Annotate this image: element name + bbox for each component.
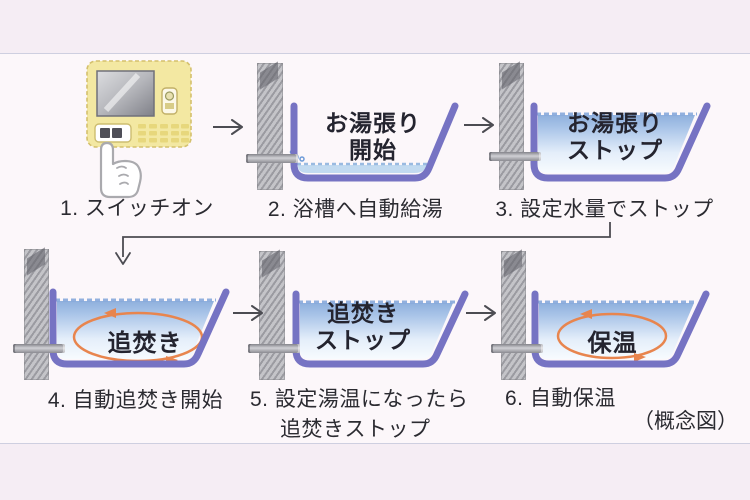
tub5-text: 追焚き ストップ	[315, 300, 411, 353]
water-pipe	[246, 154, 298, 163]
remote-power-button	[100, 128, 110, 138]
wall	[501, 251, 526, 380]
bathtub-filling	[289, 102, 459, 182]
flow-arrow-icon	[213, 119, 243, 135]
water-pipe	[13, 344, 65, 353]
tub-outline	[531, 290, 710, 368]
water-full	[539, 303, 694, 359]
bathtub-reheating	[49, 288, 230, 368]
water-full	[300, 303, 453, 359]
remote-control-icon	[86, 60, 192, 199]
tub4-text: 追焚き	[107, 330, 183, 357]
wall	[24, 249, 49, 380]
tub2-text: お湯張り 開始	[325, 110, 421, 163]
top-rule-line	[0, 53, 750, 54]
connector-down-arrow-icon	[115, 222, 611, 265]
step6-label: 6. 自動保温	[505, 387, 616, 410]
tub-outline	[530, 102, 711, 182]
remote-button-rows	[138, 124, 189, 143]
tub3-text: お湯張り ストップ	[567, 110, 663, 163]
pointing-hand-icon	[99, 141, 142, 199]
water-pipe	[489, 152, 541, 161]
wall	[257, 63, 283, 190]
water-pipe	[248, 344, 300, 353]
flow-arrow-icon	[233, 305, 263, 321]
tub-outline	[292, 290, 469, 368]
water-full	[538, 115, 695, 173]
water-full	[57, 301, 214, 359]
tub-outline	[49, 288, 230, 368]
wall	[259, 251, 285, 380]
diagram-caption: （概念図）	[633, 410, 738, 433]
flow-arrow-icon	[464, 117, 494, 133]
circulation-loop-icon	[556, 309, 668, 362]
tub6-text: 保温	[587, 330, 638, 357]
step2-label: 2. 浴槽へ自動給湯	[267, 198, 444, 221]
step1-label: 1. スイッチオン	[60, 197, 214, 220]
water-low	[298, 165, 428, 173]
water-pipe	[491, 344, 543, 353]
bathtub-full	[530, 102, 711, 182]
flow-arrow-icon	[466, 305, 496, 321]
remote-button	[112, 128, 122, 138]
step3-label: 3. 設定水量でストップ	[495, 198, 714, 221]
step4-label: 4. 自動追焚き開始	[47, 389, 224, 412]
tub-outline	[290, 102, 459, 182]
wall	[499, 63, 524, 190]
bathtub-full	[292, 290, 469, 368]
bottom-rule-line	[0, 443, 750, 444]
bathtub-keep-warm	[531, 290, 710, 368]
step5-label: 5. 設定湯温になったら 追焚きストップ	[250, 388, 469, 441]
